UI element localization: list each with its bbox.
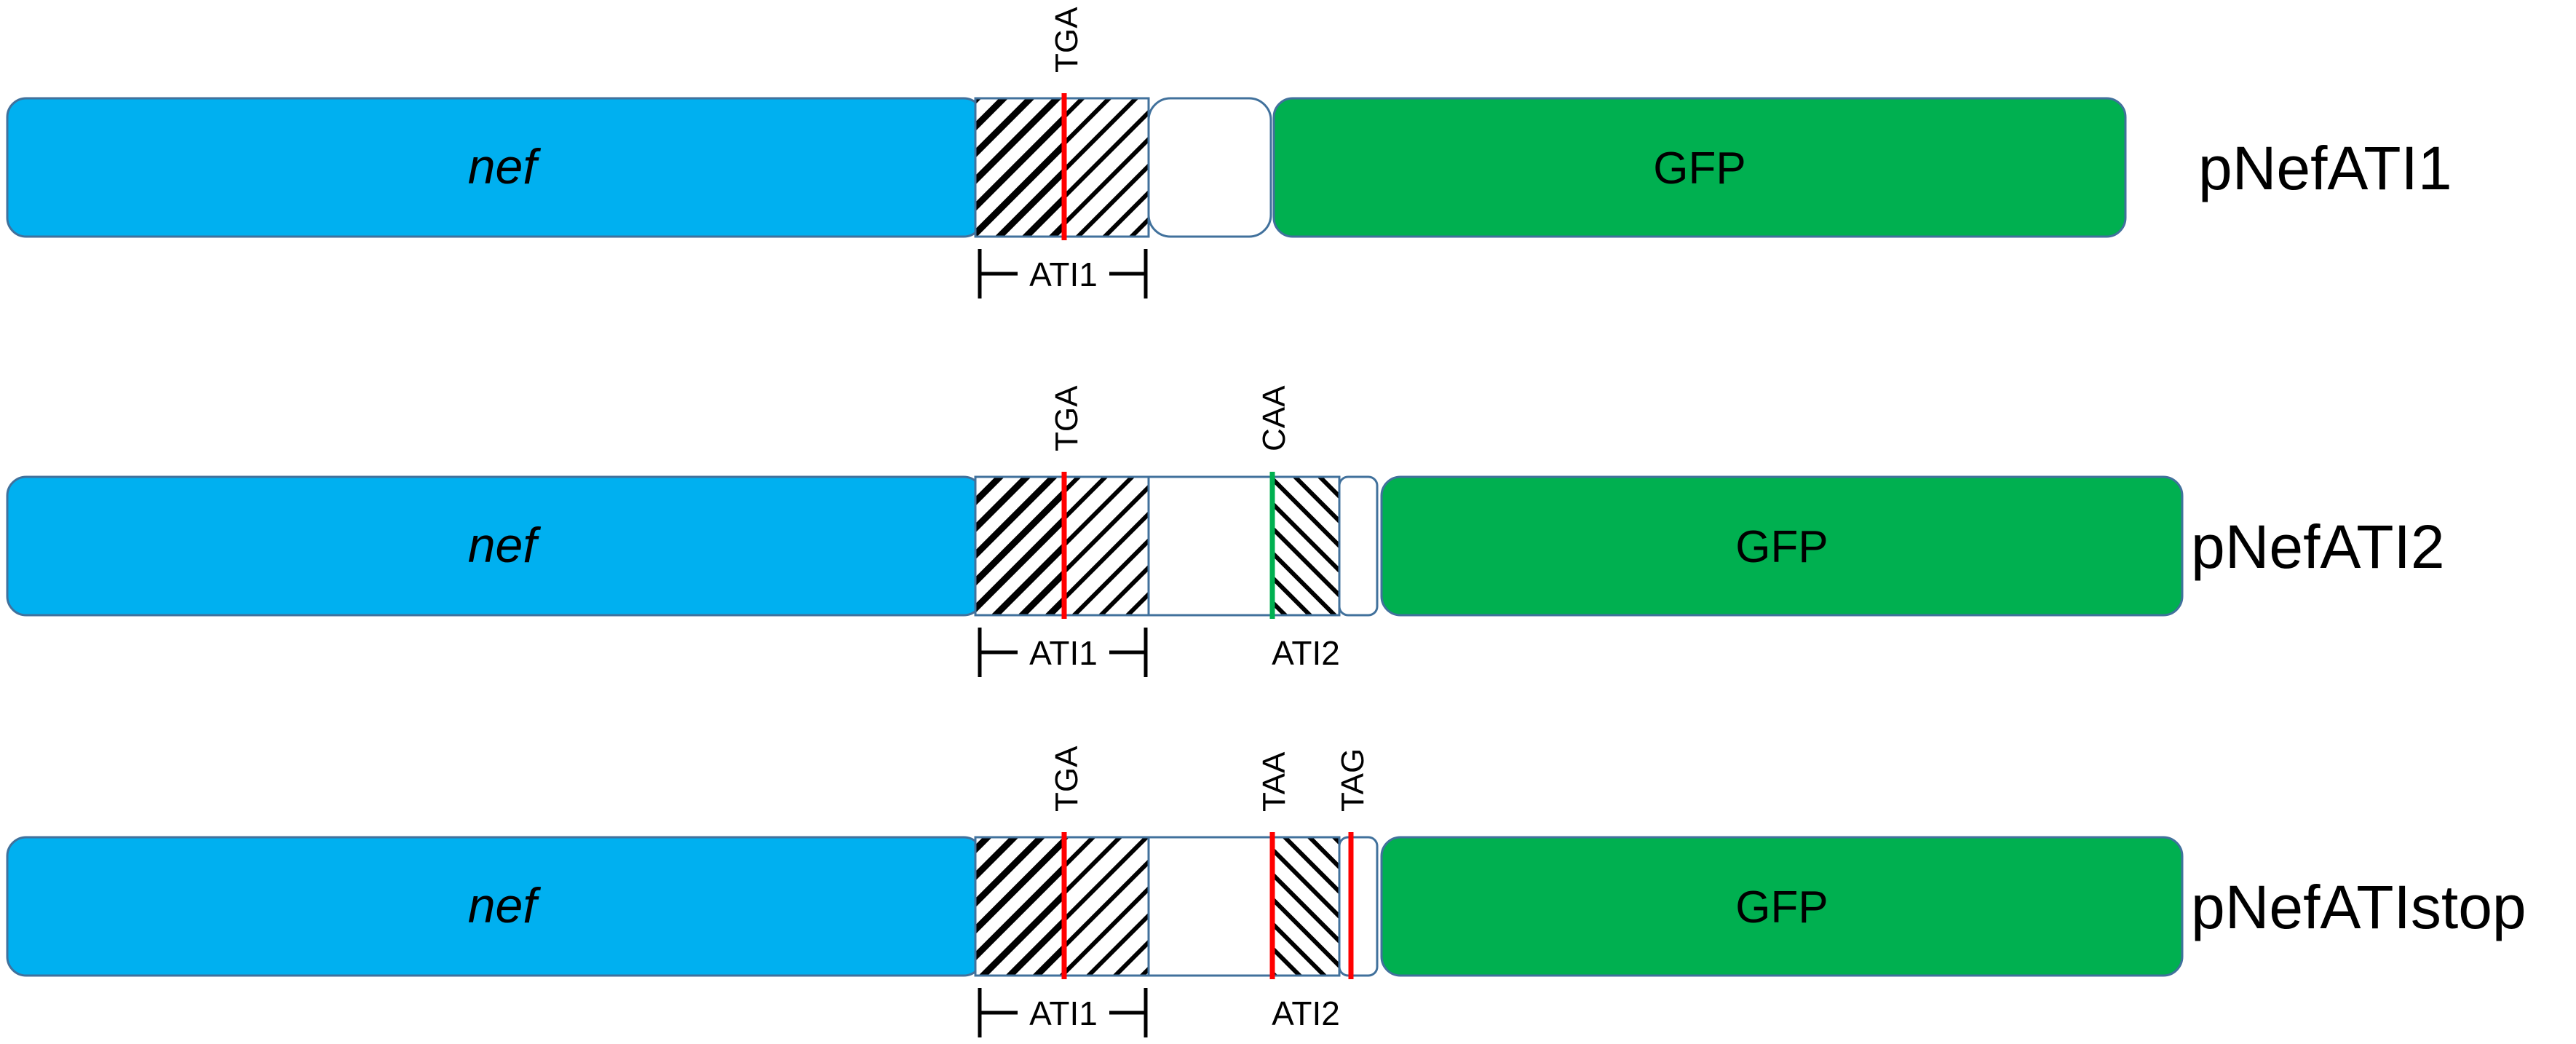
nef-label: nef bbox=[468, 139, 542, 194]
gfp-label: GFP bbox=[1735, 882, 1828, 933]
ati1-bracket bbox=[978, 988, 1148, 1037]
codon-label-tag: TAG bbox=[1335, 748, 1371, 812]
codon-label-tga: TGA bbox=[1049, 385, 1085, 451]
construct-pnefati1: nef GFP TGA ATI1 pNefATI1 bbox=[6, 7, 2452, 298]
ati1-hatch-light bbox=[1061, 836, 1150, 977]
ati1-hatch-dense bbox=[974, 97, 1064, 238]
construct-pnefati2: nef GFP TGA CAA ATI1 ATI2 pNefATI2 bbox=[6, 385, 2445, 677]
linker-block bbox=[1147, 475, 1274, 617]
ati2-hatch bbox=[1271, 475, 1341, 617]
nef-label: nef bbox=[468, 878, 542, 933]
codon-label-tga: TGA bbox=[1049, 746, 1085, 812]
region-label-ati1: ATI1 bbox=[1029, 256, 1098, 293]
linker-block bbox=[1147, 836, 1274, 977]
linker-block bbox=[1147, 97, 1272, 238]
codon-label-caa: CAA bbox=[1256, 385, 1292, 451]
ati1-hatch-dense bbox=[974, 836, 1064, 977]
nef-label: nef bbox=[468, 518, 542, 573]
ati1-hatch-light bbox=[1061, 475, 1150, 617]
gfp-label: GFP bbox=[1653, 143, 1745, 194]
spacer-block bbox=[1338, 475, 1379, 617]
region-label-ati1: ATI1 bbox=[1029, 634, 1098, 672]
ati1-hatch-dense bbox=[974, 475, 1064, 617]
codon-label-tga: TGA bbox=[1049, 7, 1085, 73]
gfp-label: GFP bbox=[1735, 522, 1828, 572]
gfp-block bbox=[1380, 475, 2184, 617]
construct-name: pNefATI2 bbox=[2191, 513, 2445, 581]
region-label-ati1: ATI1 bbox=[1029, 994, 1098, 1032]
ati1-bracket bbox=[978, 628, 1148, 677]
region-label-ati2: ATI2 bbox=[1272, 634, 1340, 672]
ati1-hatch-light bbox=[1061, 97, 1150, 238]
codon-label-taa: TAA bbox=[1256, 751, 1292, 812]
spacer-block bbox=[1338, 836, 1379, 977]
region-label-ati2: ATI2 bbox=[1272, 994, 1340, 1032]
gfp-block bbox=[1272, 97, 2127, 238]
ati2-hatch bbox=[1271, 836, 1341, 977]
construct-pnefatistop: nef GFP TGA TAA TAG ATI1 ATI2 pNefATIsto… bbox=[6, 746, 2527, 1037]
construct-name: pNefATIstop bbox=[2191, 873, 2527, 941]
construct-name: pNefATI1 bbox=[2198, 134, 2452, 202]
ati1-bracket bbox=[978, 249, 1148, 298]
gfp-block bbox=[1380, 836, 2184, 977]
